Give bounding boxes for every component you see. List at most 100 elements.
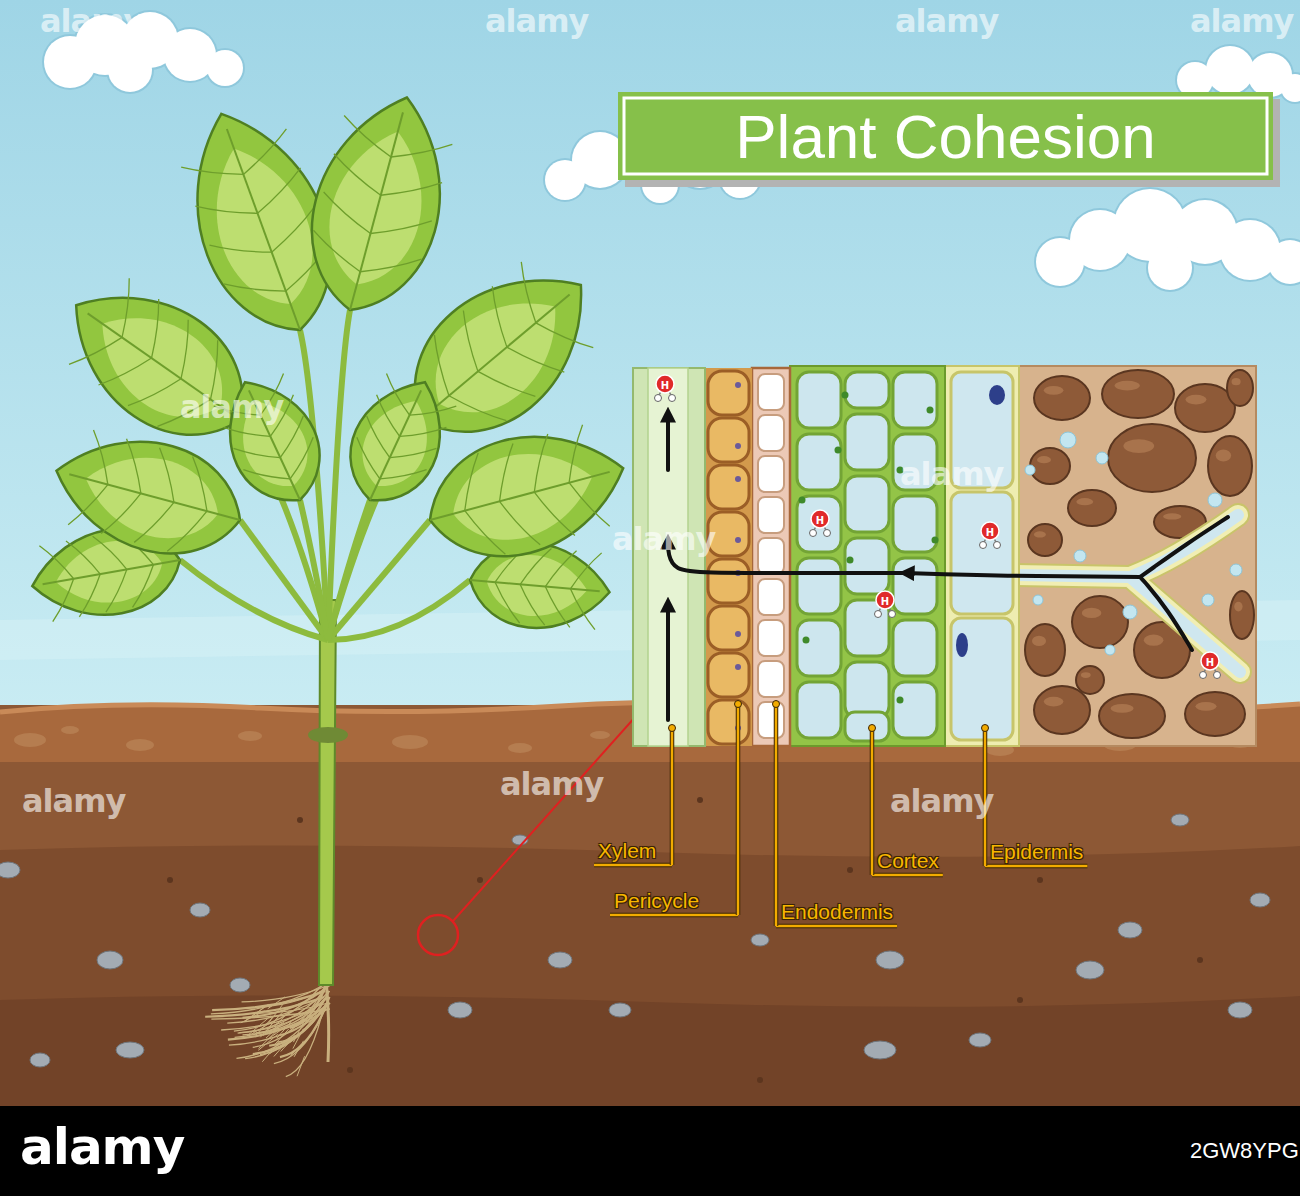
endodermis-cell [758, 415, 784, 451]
watermark: alamy [485, 2, 588, 40]
watermark: alamy [890, 782, 993, 820]
leader-underline [594, 864, 672, 867]
stem-collar [308, 727, 348, 743]
rock-shine [1216, 450, 1231, 462]
leaf-vein [442, 311, 535, 415]
endodermis-cell [758, 620, 784, 656]
water-molecule [875, 591, 896, 618]
stone [126, 739, 154, 751]
rock-shine [1234, 602, 1242, 612]
rock [1175, 384, 1235, 432]
petiole [300, 500, 328, 640]
pericycle-nucleus [735, 631, 741, 637]
rock-shine [1037, 456, 1051, 463]
pebble [751, 934, 769, 946]
atom-symbol: H [661, 380, 669, 391]
cortex-cell [797, 558, 841, 614]
rock-shine [1044, 386, 1064, 395]
leaf-vein [556, 425, 610, 534]
pebble [1171, 814, 1189, 826]
leaf-midrib [430, 472, 610, 520]
leaf-vein [134, 448, 186, 550]
petiole [328, 500, 370, 640]
cortex-cell [893, 620, 937, 676]
water-flow-arrow [905, 573, 1140, 577]
rock-shine [1144, 635, 1164, 646]
rock [1034, 376, 1090, 420]
leaf [332, 364, 464, 518]
pebble [864, 1041, 896, 1059]
cortex-cell [797, 682, 841, 738]
endodermis-cell [758, 374, 784, 410]
root-hair-wall [1010, 515, 1240, 672]
cloud-body [207, 50, 243, 86]
speck [1197, 957, 1203, 963]
atom-symbol: H [816, 515, 824, 526]
pebble [969, 1033, 991, 1047]
leaf-blade [43, 419, 254, 572]
water-molecule [980, 522, 1001, 549]
pebble [1118, 922, 1142, 938]
label-holder: alamy [20, 1118, 184, 1176]
pebble [1228, 1002, 1252, 1018]
cloud-body [1268, 240, 1300, 284]
part-label: Epidermis [990, 840, 1083, 863]
oxygen-atom [876, 591, 894, 609]
rock [1025, 624, 1065, 676]
stone [238, 731, 262, 741]
cortex-cell [893, 558, 937, 614]
water-molecule [1200, 652, 1221, 679]
atom-symbol: H [881, 596, 889, 607]
pericycle-nucleus [735, 664, 741, 670]
water-flow-arrow [666, 603, 670, 720]
leader-line [670, 728, 675, 865]
water-bubble [1025, 465, 1035, 475]
endodermis-cell [758, 579, 784, 615]
leader-line [736, 704, 741, 915]
chloroplast [835, 447, 842, 454]
stone [590, 731, 610, 739]
leaf-vein [471, 286, 564, 390]
cortex-cell [845, 372, 889, 408]
chloroplast [897, 697, 904, 704]
endodermis-cell [758, 538, 784, 574]
cloud-outline [1204, 44, 1256, 96]
leaf-blade [207, 364, 339, 518]
cloud-body [1281, 74, 1300, 102]
ground-layer [0, 995, 1300, 1106]
rock [1076, 666, 1104, 694]
root-branch [263, 1023, 282, 1035]
cortex-cell [797, 620, 841, 676]
stem [319, 600, 336, 985]
water-bubble [1230, 564, 1242, 576]
watermark: alamy [900, 455, 1003, 493]
pericycle-nucleus [735, 382, 741, 388]
label-holder: H [658, 377, 672, 393]
oxygen-atom [981, 522, 999, 540]
petiole [328, 580, 470, 640]
stone [61, 726, 79, 734]
leaf-vein [355, 416, 437, 474]
title-border [624, 98, 1267, 174]
atom-symbol: H [986, 527, 994, 538]
leaf [43, 419, 254, 572]
pericycle-nucleus [735, 443, 741, 449]
watermark: alamy [895, 2, 998, 40]
endodermis [752, 368, 790, 746]
pebble [1076, 961, 1104, 979]
cortex-cell [893, 682, 937, 738]
label-holder: Epidermis [990, 840, 1083, 864]
leaf-vein [306, 230, 421, 286]
leaf-midrib [43, 560, 180, 584]
chloroplast [799, 497, 806, 504]
pebble [609, 1003, 631, 1017]
leaf-midrib [420, 294, 570, 420]
water-bubble [1096, 452, 1108, 464]
title-box [618, 92, 1273, 180]
root-branch [275, 1029, 290, 1045]
pebble [116, 1042, 144, 1058]
speck [297, 817, 303, 823]
leaf [207, 364, 339, 518]
leader-line [671, 728, 674, 865]
main-root [326, 980, 329, 1062]
